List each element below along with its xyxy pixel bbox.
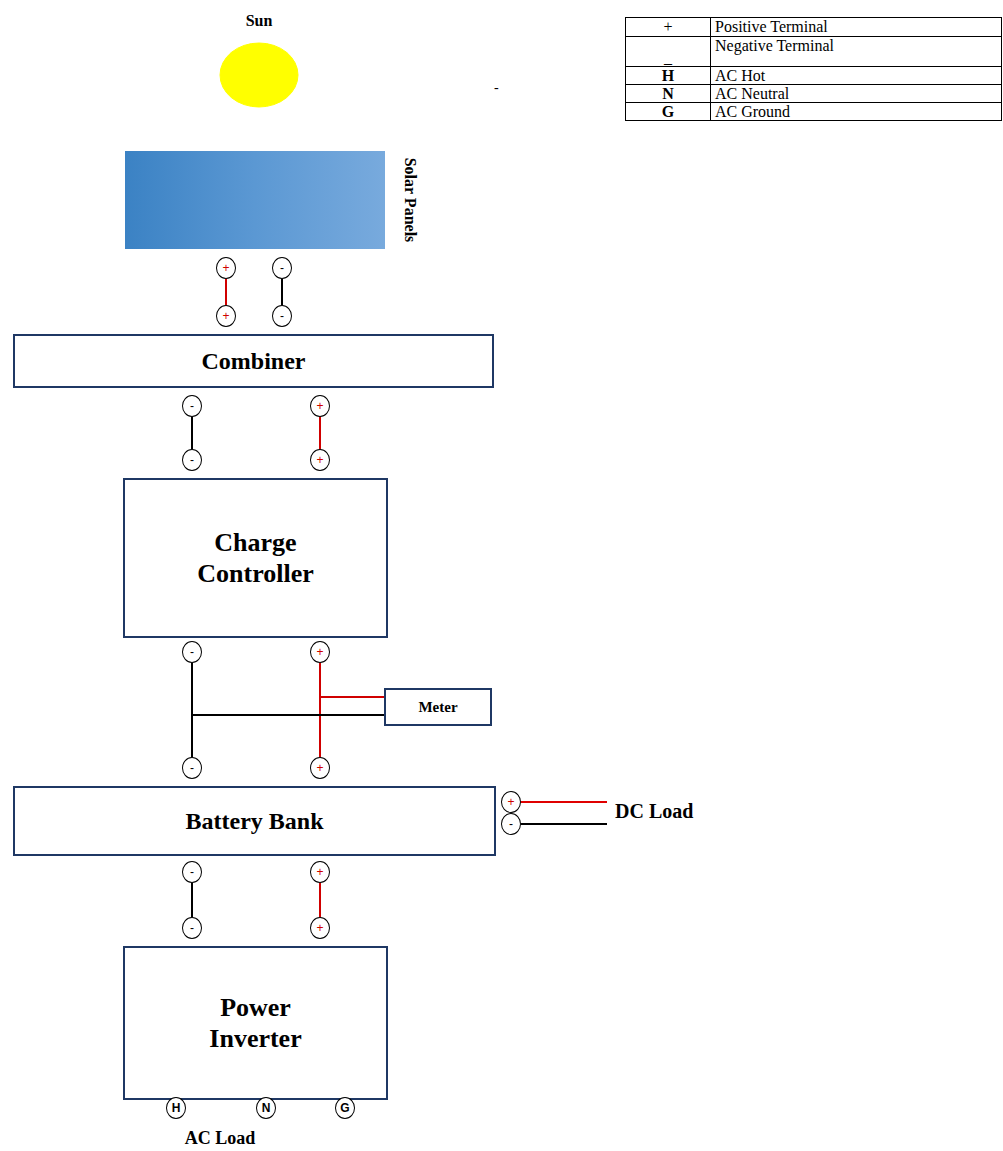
terminal-sign: +	[222, 262, 229, 274]
terminal-sign: -	[190, 922, 194, 934]
key-meaning: AC Hot	[711, 67, 1002, 85]
ac-load-label: AC Load	[185, 1128, 256, 1149]
terminal-circle: +	[216, 305, 236, 327]
key-meaning: AC Ground	[711, 103, 1002, 121]
terminal-circle: -	[182, 641, 202, 663]
terminal-circle: +	[216, 257, 236, 279]
dc-load-label: DC Load	[615, 800, 693, 823]
terminal-sign: -	[280, 310, 284, 322]
component-name: Meter	[418, 698, 457, 716]
wire	[319, 883, 321, 917]
terminal-sign: +	[316, 866, 323, 878]
terminal-circle: -	[182, 917, 202, 939]
key-meaning: Negative Terminal	[711, 37, 1002, 67]
terminal-sign: G	[340, 1102, 349, 1114]
terminal-circle: -	[501, 813, 521, 835]
component-box: Battery Bank	[13, 786, 496, 856]
dc-load-positive-wire	[521, 801, 607, 803]
terminal-circle: +	[310, 861, 330, 883]
terminal-circle: H	[166, 1097, 186, 1119]
key-symbol: _	[626, 37, 711, 67]
wire	[225, 279, 227, 305]
wire	[191, 883, 193, 917]
key-symbol: N	[626, 85, 711, 103]
component-box: Meter	[384, 688, 492, 726]
terminal-sign: -	[190, 762, 194, 774]
terminal-circle: -	[272, 305, 292, 327]
key-row: GAC Ground	[626, 103, 1002, 121]
key-symbol: G	[626, 103, 711, 121]
terminal-sign: +	[316, 646, 323, 658]
terminal-sign: -	[509, 818, 513, 830]
caption-text: Sun	[246, 12, 273, 30]
component-name: Battery Bank	[186, 807, 324, 836]
component-box: Power Inverter	[123, 946, 388, 1100]
solar-panel: Solar Panels	[125, 151, 385, 249]
dc-load-negative-wire	[521, 823, 607, 825]
terminal-circle: +	[310, 757, 330, 779]
terminal-sign: -	[190, 646, 194, 658]
terminal-circle: -	[182, 395, 202, 417]
terminal-circle: +	[310, 917, 330, 939]
sun-shape	[219, 42, 299, 108]
key-symbol: +	[626, 18, 711, 37]
terminal-sign: -	[280, 262, 284, 274]
terminal-circle: -	[182, 757, 202, 779]
component-box: Charge Controller	[123, 478, 388, 638]
component-name: Charge Controller	[176, 527, 336, 589]
terminal-circle: G	[335, 1097, 355, 1119]
wire	[319, 417, 321, 449]
terminal-circle: +	[310, 641, 330, 663]
key-meaning: AC Neutral	[711, 85, 1002, 103]
stray-mark: -	[494, 80, 499, 96]
terminal-sign: N	[262, 1102, 271, 1114]
terminal-sign: H	[172, 1102, 181, 1114]
terminal-circle: +	[310, 395, 330, 417]
terminal-sign: -	[190, 400, 194, 412]
key-row: HAC Hot	[626, 67, 1002, 85]
terminal-key-table: +Positive Terminal_Negative TerminalHAC …	[625, 17, 1002, 121]
terminal-sign: +	[316, 400, 323, 412]
sun-circle: Sun	[219, 42, 299, 108]
component-box: Combiner	[13, 334, 494, 388]
terminal-sign: -	[190, 866, 194, 878]
key-row: _Negative Terminal	[626, 37, 1002, 67]
key-row: NAC Neutral	[626, 85, 1002, 103]
terminal-circle: -	[182, 449, 202, 471]
terminal-sign: -	[190, 454, 194, 466]
component-name: Power Inverter	[191, 992, 321, 1054]
wire	[192, 663, 384, 715]
terminal-circle: -	[182, 861, 202, 883]
terminal-sign: +	[316, 922, 323, 934]
key-row: +Positive Terminal	[626, 18, 1002, 37]
terminal-sign: +	[316, 762, 323, 774]
terminal-circle: +	[310, 449, 330, 471]
component-name: Combiner	[202, 347, 306, 376]
terminal-circle: +	[501, 791, 521, 813]
key-meaning: Positive Terminal	[711, 18, 1002, 37]
terminal-circle: N	[256, 1097, 276, 1119]
terminal-circle: -	[272, 257, 292, 279]
key-symbol: H	[626, 67, 711, 85]
wire	[281, 279, 283, 305]
terminal-sign: +	[507, 796, 514, 808]
wire	[320, 663, 384, 697]
caption-text: Solar Panels	[401, 158, 419, 243]
terminal-sign: +	[316, 454, 323, 466]
terminal-sign: +	[222, 310, 229, 322]
wire	[191, 417, 193, 449]
